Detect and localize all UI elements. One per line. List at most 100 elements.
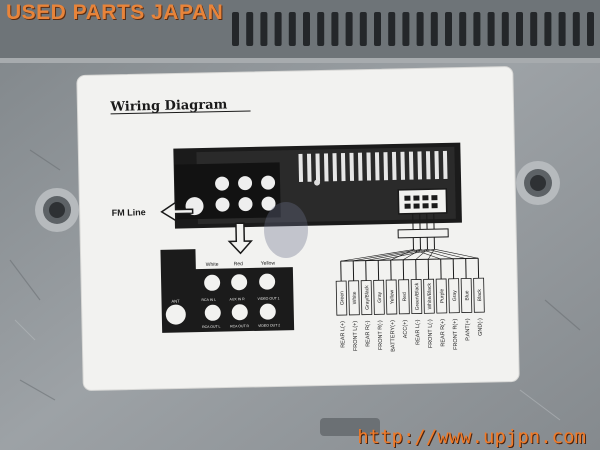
wire-fan (434, 248, 479, 259)
wire-color-label: Green/Black (414, 282, 421, 310)
wire-function-label: FRONT R(-) (377, 320, 384, 350)
vent-slot (558, 12, 566, 46)
wire-function-label: FRONT R(+) (452, 318, 459, 350)
wire-color-label: Gray/Black (364, 285, 371, 310)
bottom-tab (320, 418, 380, 436)
chassis-slot (306, 153, 312, 182)
vent-slot (317, 12, 325, 46)
vent-slot (487, 12, 495, 46)
chassis-slot (315, 153, 321, 182)
chassis-slot (417, 151, 423, 180)
wire-color-box (348, 280, 360, 316)
ant-socket (165, 304, 186, 325)
wire-color-label: Yellow (389, 289, 395, 304)
vent-slot (288, 12, 296, 46)
vent-slot (459, 12, 467, 46)
wire-color-box (398, 279, 410, 315)
watermark-top: USED PARTS JAPAN (6, 1, 224, 24)
down-arrow (227, 222, 253, 255)
jack-holes (185, 175, 276, 216)
chassis-slot (357, 152, 363, 181)
chassis-slot (323, 153, 329, 182)
rca-label-aux-l: RCA IN L (201, 298, 216, 302)
wire-color-box (335, 280, 348, 316)
vent-slot (359, 12, 367, 46)
rca-color-white: White (206, 262, 219, 268)
rca-label-aux-r: AUX IN R (229, 297, 245, 301)
wire-color-box (460, 277, 473, 313)
wire-color-box (435, 278, 448, 314)
rca-color-red: Red (234, 261, 244, 267)
vent-slot (473, 12, 481, 46)
wire-function-label: REAR L(+) (340, 321, 347, 348)
wire-fan (390, 249, 414, 261)
wire-fan (420, 249, 454, 260)
wire-color-label: Blue (464, 290, 470, 300)
chassis-slot (400, 151, 406, 180)
chassis-slot (374, 152, 380, 181)
chassis-slot (383, 152, 389, 181)
wire-fan (340, 249, 414, 262)
wire-color-box (360, 280, 373, 316)
vent-slot (516, 12, 523, 46)
wire-color-box (410, 279, 423, 315)
wire-color-box (423, 278, 435, 314)
wire-color-label: Gray (452, 290, 458, 301)
wire-function-label: ACC(+) (402, 320, 408, 339)
vent-slot (388, 12, 396, 46)
chassis-slot (349, 152, 355, 181)
wire-fan (427, 249, 466, 259)
chassis-slot (366, 152, 372, 181)
shadow-blob (264, 202, 308, 258)
vent-slot (232, 12, 239, 46)
wiring-label: Wiring Diagram FM L (76, 66, 520, 391)
wire-color-box (385, 279, 398, 315)
vent-slot (260, 12, 268, 46)
vent-slot (587, 12, 594, 46)
title-underline (110, 110, 251, 115)
rca-sockets (204, 273, 276, 321)
rca-label-video1: VIDEO OUT 1 (257, 296, 279, 300)
vent-slot (416, 12, 424, 46)
fm-line-label: FM Line (112, 207, 146, 218)
vent-slots (232, 12, 594, 46)
wire-color-label: Gray (377, 291, 383, 302)
wire-color-label: Green (339, 291, 345, 305)
chassis-vents (298, 150, 448, 182)
rca-label-out-l: RCA OUT L (202, 325, 221, 329)
label-title: Wiring Diagram (109, 97, 227, 114)
wire-color-box (473, 277, 485, 313)
vent-slot (246, 12, 254, 46)
vent-slot (501, 12, 509, 46)
vent-slot (345, 12, 353, 46)
wire-function-label: REAR R(+) (440, 319, 447, 347)
top-rail (0, 0, 600, 62)
chassis-slot (442, 150, 448, 179)
vent-slot (544, 12, 552, 46)
chassis-slot (425, 151, 431, 180)
wire-function-label: REAR R(-) (365, 320, 372, 347)
chassis-slot (298, 153, 304, 182)
wire-color-label: Black (477, 289, 483, 302)
iso-connector (397, 188, 448, 215)
vent-slot (303, 12, 310, 46)
wire-fan (413, 249, 441, 260)
rca-label-out-r: RCA OUT R (230, 324, 250, 328)
wire-color-label: White (352, 291, 358, 304)
wire-function-label: GND(-) (477, 318, 483, 336)
chassis-slot (408, 151, 414, 180)
chassis-slot (340, 153, 346, 182)
scratch-marks (9, 149, 581, 401)
wire-function-label: REAR L(-) (415, 319, 422, 345)
wire-color-box (373, 279, 385, 315)
chassis-slot (434, 151, 440, 180)
vent-slot (374, 12, 381, 46)
wire-function-label: FRONT L(+) (352, 321, 359, 352)
wire-function-label: FRONT L(-) (427, 319, 434, 348)
screw-dot (314, 179, 321, 186)
wire-color-label: Purple (439, 288, 445, 303)
watermark-bottom: http://www.upjpn.com (357, 426, 586, 448)
mounting-hole-left (35, 188, 79, 232)
ant-label: ANT (171, 298, 180, 303)
iso-pins (404, 195, 438, 209)
